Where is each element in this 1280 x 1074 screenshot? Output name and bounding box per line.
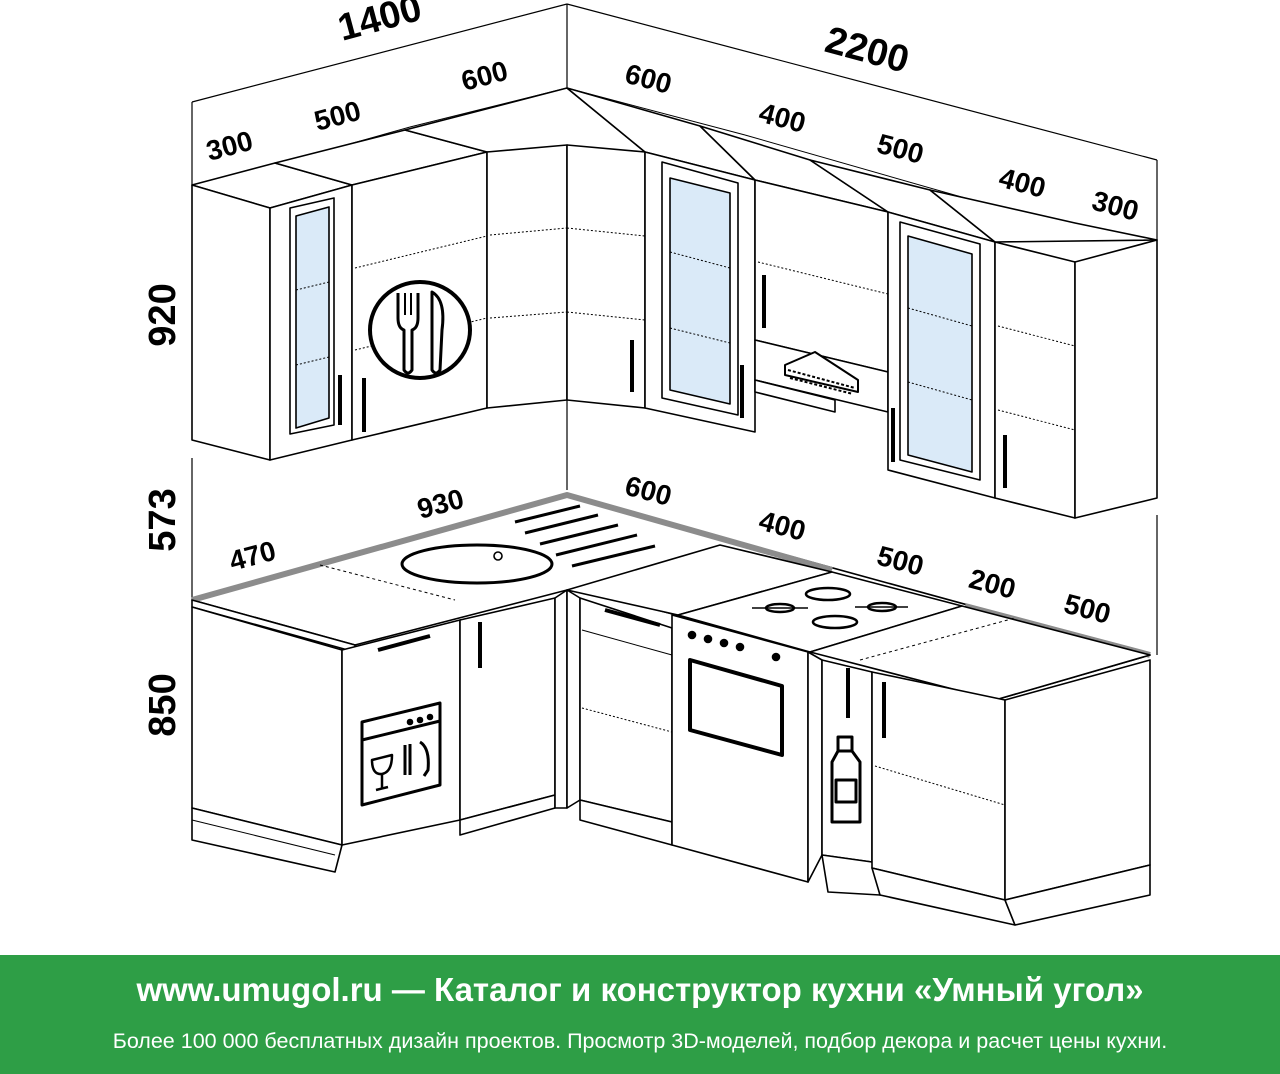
upper-cabinet-left-500: [274, 129, 488, 441]
dim-base-600: 600: [622, 470, 675, 512]
dishwasher-cabinet: [341, 619, 461, 846]
countertop: [191, 492, 1151, 701]
range-hood-icon: [754, 339, 889, 413]
dim-upper-600-right: 600: [622, 58, 675, 100]
glass-panel: [295, 206, 330, 429]
dim-base-400: 400: [756, 505, 809, 547]
dim-2200: 2200: [821, 19, 914, 81]
upper-cabinet-hood-500: [699, 125, 889, 413]
dim-upper-400-b: 400: [996, 162, 1049, 204]
dim-upper-400-a: 400: [756, 97, 809, 139]
dim-base-470: 470: [226, 535, 279, 577]
dim-1400: 1400: [334, 0, 427, 50]
promo-banner: www.umugol.ru — Каталог и конструктор ку…: [0, 955, 1280, 1074]
corner-base-cabinet: [566, 589, 673, 846]
upper-cabinet-left-300: [191, 162, 353, 461]
sink-icon: [400, 504, 656, 585]
dim-upper-600-left: 600: [458, 55, 511, 97]
oven-icon: [687, 630, 784, 757]
dim-base-500-a: 500: [874, 540, 927, 582]
dim-base-500-b: 500: [1061, 588, 1114, 630]
dishwasher-icon: [360, 701, 442, 807]
dim-height-920: 920: [142, 283, 184, 346]
dim-height-850: 850: [142, 673, 184, 736]
oven-unit: [671, 614, 809, 883]
base-cabinet-right: [871, 659, 1151, 926]
banner-subtitle: Более 100 000 бесплатных дизайн проектов…: [112, 1029, 1168, 1053]
dim-upper-500-right: 500: [874, 128, 927, 170]
gas-hob-icon: [752, 586, 908, 630]
dim-base-200: 200: [966, 563, 1019, 605]
dim-base-930: 930: [414, 483, 467, 525]
dim-upper-500-left: 500: [311, 95, 364, 137]
upper-cabinet-right-300: [929, 189, 1158, 519]
dim-upper-300-right: 300: [1089, 185, 1142, 227]
bottle-icon: [830, 735, 862, 824]
base-cabinet-left: [191, 606, 343, 873]
kitchen-drawing: 1400 2200 300 500 600 600 400 500 400 30…: [142, 0, 1158, 926]
sink-base-cabinet: [459, 589, 568, 836]
glass-panel: [907, 235, 973, 473]
upper-cabinet-right-400b: [809, 159, 996, 499]
dim-height-573: 573: [142, 488, 184, 551]
dim-upper-300-left: 300: [203, 125, 256, 167]
glass-panel: [669, 177, 731, 405]
bottle-cabinet: [807, 651, 881, 896]
upper-cabinet-corner: [404, 87, 646, 409]
banner-title[interactable]: www.umugol.ru — Каталог и конструктор ку…: [136, 971, 1144, 1008]
cutlery-plate-icon: [368, 280, 472, 380]
